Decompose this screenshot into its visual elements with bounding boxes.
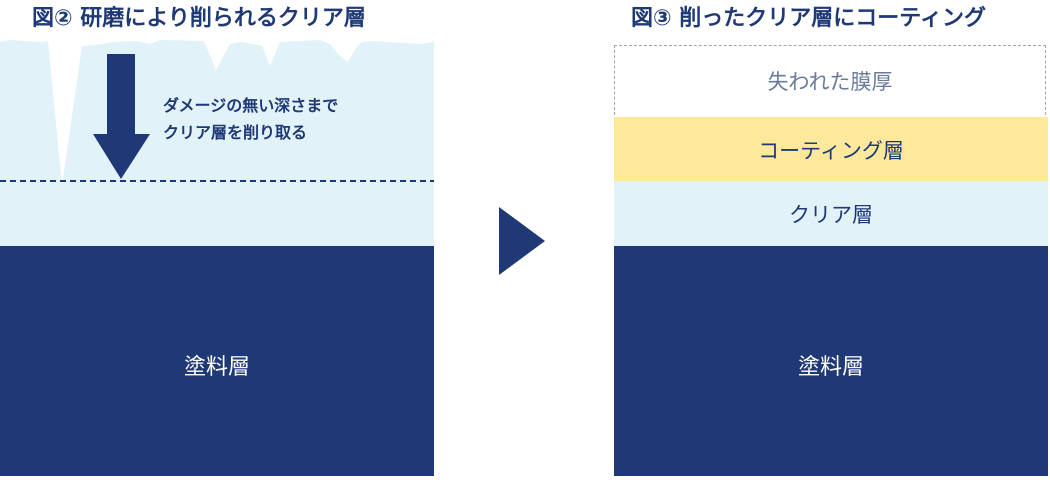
left-layer-svg — [0, 40, 434, 476]
arrow-note: ダメージの無い深さまで クリア層を削り取る — [163, 92, 338, 146]
right-layer-diagram: 失われた膜厚 コーティング層 クリア層 塗料層 — [614, 45, 1048, 476]
coating-layer-label: コーティング層 — [758, 139, 904, 163]
down-arrow-shaft — [107, 54, 135, 134]
clear-layer: クリア層 — [614, 181, 1048, 246]
right-diagram-title: 図③ 削ったクリア層にコーティング — [631, 6, 986, 31]
arrow-note-line2: クリア層を削り取る — [163, 123, 308, 142]
left-paint-layer — [0, 246, 434, 476]
right-paint-layer-label: 塗料層 — [797, 355, 864, 380]
coating-layer: コーティング層 — [614, 117, 1048, 181]
lost-thickness-label: 失われた膜厚 — [767, 70, 893, 94]
left-diagram-title: 図② 研磨により削られるクリア層 — [32, 6, 366, 31]
right-paint-layer: 塗料層 — [614, 246, 1048, 476]
left-paint-layer-label: 塗料層 — [183, 355, 250, 380]
down-arrow-head — [93, 134, 150, 179]
next-arrow-icon — [499, 207, 545, 275]
left-layer-diagram: ダメージの無い深さまで クリア層を削り取る 塗料層 — [0, 36, 434, 476]
clear-layer-label: クリア層 — [789, 203, 873, 227]
lost-thickness-box: 失われた膜厚 — [614, 45, 1046, 115]
arrow-note-line1: ダメージの無い深さまで — [163, 96, 339, 115]
